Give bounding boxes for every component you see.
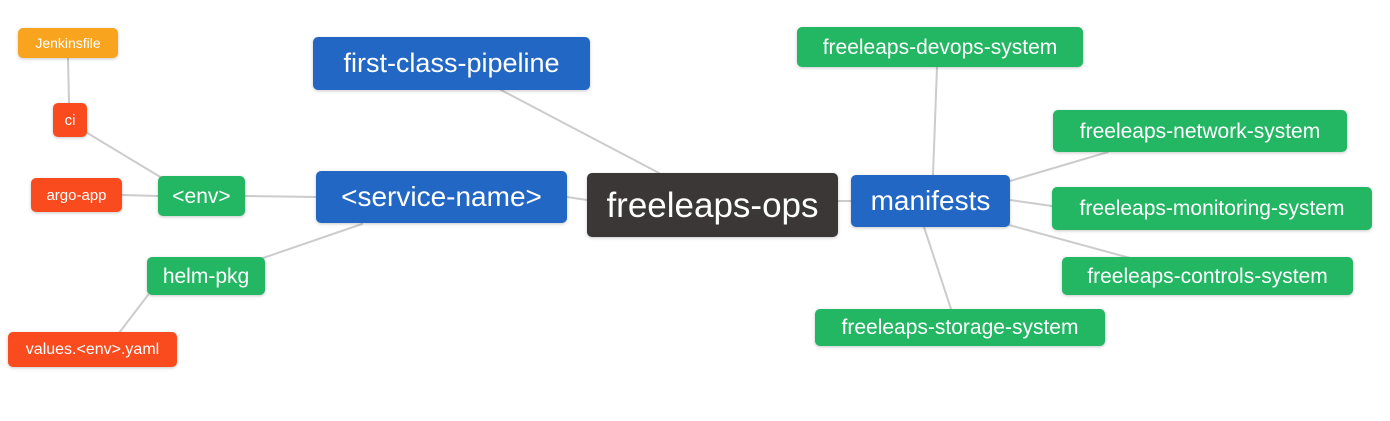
edge-manifests-to-freeleaps-storage-system xyxy=(923,226,952,310)
edge-helm-pkg-to-values-env-yaml xyxy=(118,294,149,334)
node-first-class-pipeline[interactable]: first-class-pipeline xyxy=(313,37,590,90)
edge-service-name-to-freeleaps-ops xyxy=(566,196,588,201)
edge-manifests-to-freeleaps-monitoring-system xyxy=(1009,199,1053,207)
node-freeleaps-monitoring-system[interactable]: freeleaps-monitoring-system xyxy=(1052,187,1372,230)
edge-argo-app-to-env xyxy=(121,194,159,197)
edge-manifests-to-freeleaps-devops-system xyxy=(932,66,938,176)
edge-jenkinsfile-to-ci xyxy=(67,57,70,104)
edge-manifests-to-freeleaps-network-system xyxy=(1009,151,1109,182)
node-manifests[interactable]: manifests xyxy=(851,175,1010,227)
node-values-env-yaml[interactable]: values.<env>.yaml xyxy=(8,332,177,367)
node-freeleaps-storage-system[interactable]: freeleaps-storage-system xyxy=(815,309,1105,346)
node-ci[interactable]: ci xyxy=(53,103,87,137)
edge-first-class-pipeline-to-freeleaps-ops xyxy=(500,89,660,174)
node-freeleaps-network-system[interactable]: freeleaps-network-system xyxy=(1053,110,1347,152)
edge-service-name-to-helm-pkg xyxy=(262,223,363,259)
node-service-name[interactable]: <service-name> xyxy=(316,171,567,223)
edge-ci-to-env xyxy=(83,130,163,179)
node-freeleaps-controls-system[interactable]: freeleaps-controls-system xyxy=(1062,257,1353,295)
node-env[interactable]: <env> xyxy=(158,176,245,216)
edge-env-to-service-name xyxy=(244,195,317,198)
node-helm-pkg[interactable]: helm-pkg xyxy=(147,257,265,295)
node-freeleaps-devops-system[interactable]: freeleaps-devops-system xyxy=(797,27,1083,67)
node-argo-app[interactable]: argo-app xyxy=(31,178,122,212)
node-freeleaps-ops[interactable]: freeleaps-ops xyxy=(587,173,838,237)
node-jenkinsfile[interactable]: Jenkinsfile xyxy=(18,28,118,58)
